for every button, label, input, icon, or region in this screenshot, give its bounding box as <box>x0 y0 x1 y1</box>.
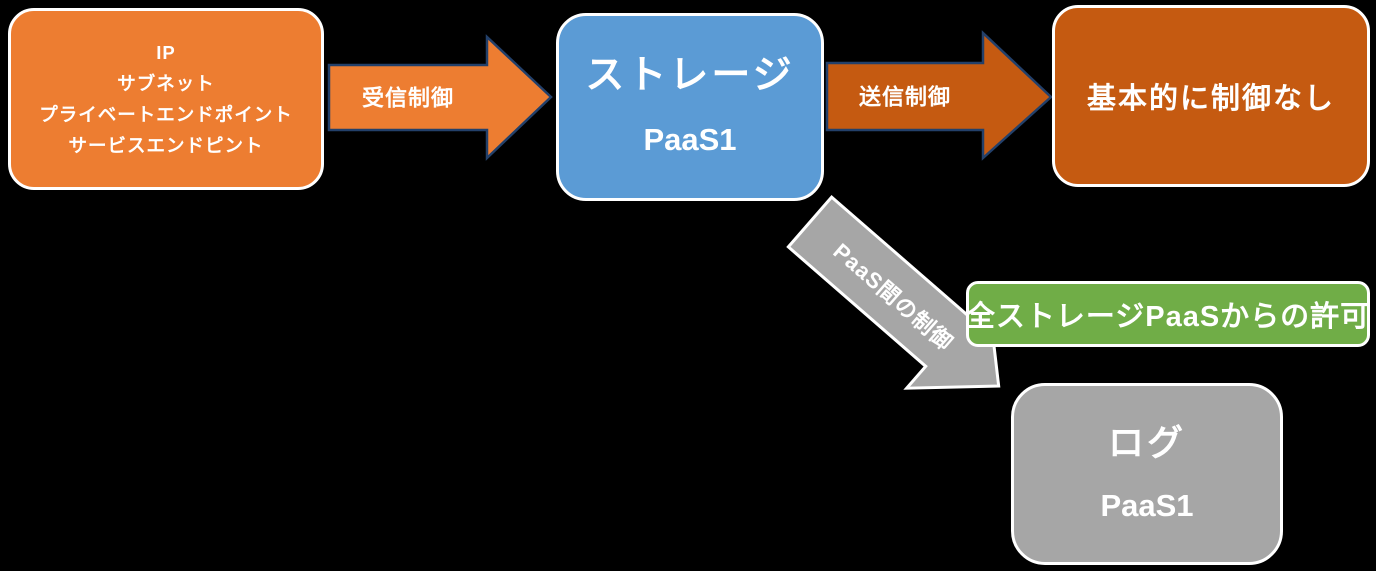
outbound-arrow: 送信制御 <box>825 30 1053 161</box>
outbound-arrow-shape <box>825 30 1053 161</box>
node-allow-all-storage-paas: 全ストレージPaaSからの許可 <box>966 281 1370 347</box>
node-log-paas1: ログ PaaS1 <box>1011 383 1283 565</box>
inbound-arrow-shape <box>327 34 553 161</box>
log-subtitle: PaaS1 <box>1100 488 1194 523</box>
outbound-arrow-label: 送信制御 <box>859 85 951 110</box>
inbound-arrow: 受信制御 <box>327 34 553 161</box>
inbound-arrow-label: 受信制御 <box>362 86 454 111</box>
node-no-control: 基本的に制御なし <box>1052 5 1370 187</box>
node-storage-paas1: ストレージ PaaS1 <box>556 13 824 201</box>
log-title: ログ <box>1107 422 1186 463</box>
no-control-label: 基本的に制御なし <box>1086 83 1335 115</box>
storage-title: ストレージ <box>585 54 795 97</box>
node-ingress-sources: IP サブネット プライベートエンドポイント サービスエンドピント <box>8 8 324 190</box>
ingress-line-ip: IP <box>156 42 176 63</box>
ingress-line-private-endpoint: プライベートエンドポイント <box>39 104 293 125</box>
ingress-line-subnet: サブネット <box>117 73 215 94</box>
storage-subtitle: PaaS1 <box>643 122 737 157</box>
ingress-line-service-endpoint: サービスエンドピント <box>68 135 264 156</box>
allow-all-label: 全ストレージPaaSからの許可 <box>965 301 1371 333</box>
